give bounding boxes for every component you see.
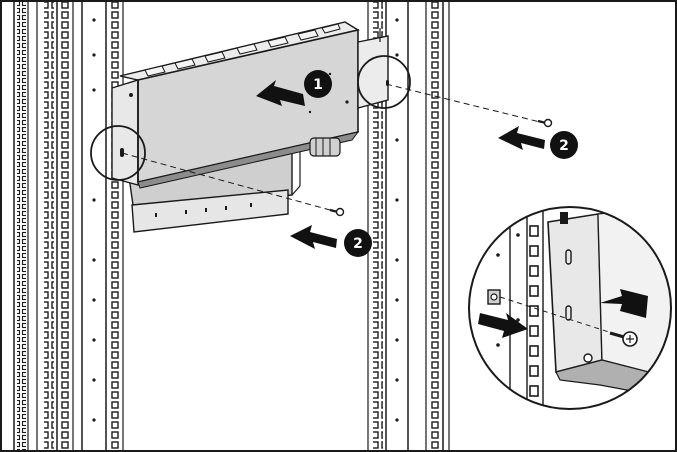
insert-arrow-2-left	[290, 225, 337, 249]
mounting-hole-highlight-right	[357, 55, 411, 109]
guide-line-left	[121, 152, 331, 211]
callout-2-left-label: 2	[353, 236, 363, 252]
detail-inset	[468, 206, 672, 410]
cable-gland	[309, 137, 341, 157]
insert-arrow-2-right	[498, 126, 545, 150]
screw-right	[537, 118, 553, 128]
callout-2-right-label: 2	[559, 138, 569, 154]
rack-rail-left	[81, 2, 124, 450]
callout-1: 1	[304, 70, 332, 98]
cage-nut	[487, 289, 501, 305]
screw-left	[329, 207, 345, 217]
guide-line-right	[385, 83, 541, 123]
mounting-hole-highlight-left	[90, 125, 146, 181]
callout-1-label: 1	[313, 77, 323, 93]
rack-rail-far-right	[425, 2, 450, 450]
insert-arrow-1	[256, 80, 305, 106]
power-unit	[111, 21, 389, 189]
callout-2-right: 2	[550, 131, 578, 159]
callout-2-left: 2	[344, 229, 372, 257]
rack-rail-far-left	[13, 2, 74, 450]
inset-screw	[609, 331, 638, 347]
inset-arrow-cage-nut	[478, 313, 528, 338]
inset-arrow-bracket	[600, 289, 648, 318]
